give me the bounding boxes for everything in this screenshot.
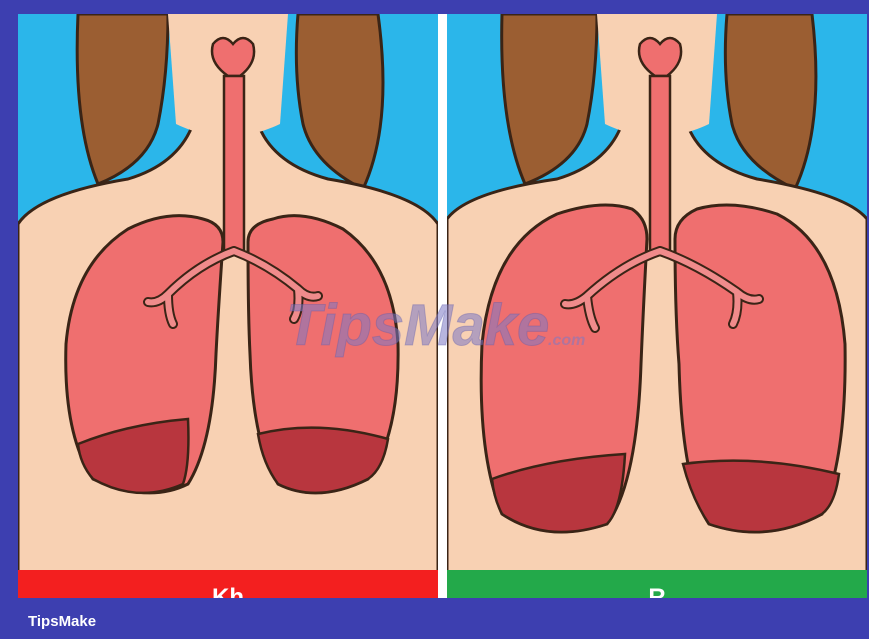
tipsmake-watermark-logo: TipsMake .com [282, 283, 612, 363]
footer-bar: TipsMake [0, 600, 869, 639]
left-band-label: Kh [18, 584, 438, 598]
right-label-band: R [447, 570, 867, 598]
hair-right [296, 14, 383, 189]
trachea [650, 76, 670, 251]
watermark-suffix: .com [548, 332, 585, 349]
trachea [224, 76, 244, 251]
hair-left [502, 14, 597, 184]
hair-right [725, 14, 816, 189]
left-label-band: Kh [18, 570, 438, 598]
footer-brand: TipsMake [28, 613, 96, 630]
right-band-label: R [447, 584, 867, 598]
watermark-text: TipsMake [286, 293, 549, 358]
hair-left [77, 14, 168, 184]
